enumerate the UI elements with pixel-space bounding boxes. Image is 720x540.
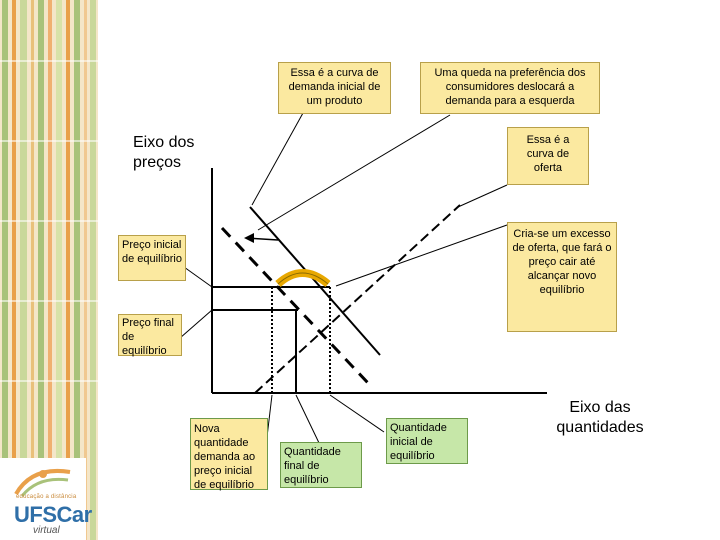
- box-final-price: Preço final de equilíbrio: [118, 314, 182, 357]
- ufscar-logo: educação a distância UFSCar virtual: [0, 458, 92, 540]
- logo-tagline: educação a distância: [16, 494, 77, 500]
- box-final-quantity: Quantidade final de equilíbrio: [280, 442, 362, 488]
- logo-swoosh-icon: [14, 469, 71, 497]
- shifted-demand-curve: [220, 226, 370, 385]
- box-supply-curve: Essa é a curva de oferta: [507, 127, 589, 185]
- x-axis-label: Eixo das quantidades: [556, 399, 644, 436]
- box-new-quantity: Nova quantidade demanda ao preço inicial…: [190, 418, 268, 491]
- box-initial-quantity: Quantidade inicial de equilíbrio: [386, 418, 468, 464]
- box-initial-price: Preço inicial de equilíbrio: [118, 235, 186, 281]
- shift-arrowhead-icon: [244, 233, 254, 243]
- supply-curve: [254, 204, 461, 394]
- initial-demand-curve: [249, 206, 381, 356]
- logo-sub: virtual: [33, 525, 60, 536]
- logo-name: UFSCar: [14, 502, 92, 527]
- box-preference-drop: Uma queda na preferência dos consumidore…: [420, 62, 600, 114]
- y-axis-label: Eixo dos preços: [133, 134, 195, 171]
- box-excess-supply: Cria-se um excesso de oferta, que fará o…: [507, 222, 617, 332]
- decorative-stripes: [0, 0, 98, 540]
- box-initial-demand: Essa é a curva de demanda inicial de um …: [278, 62, 391, 114]
